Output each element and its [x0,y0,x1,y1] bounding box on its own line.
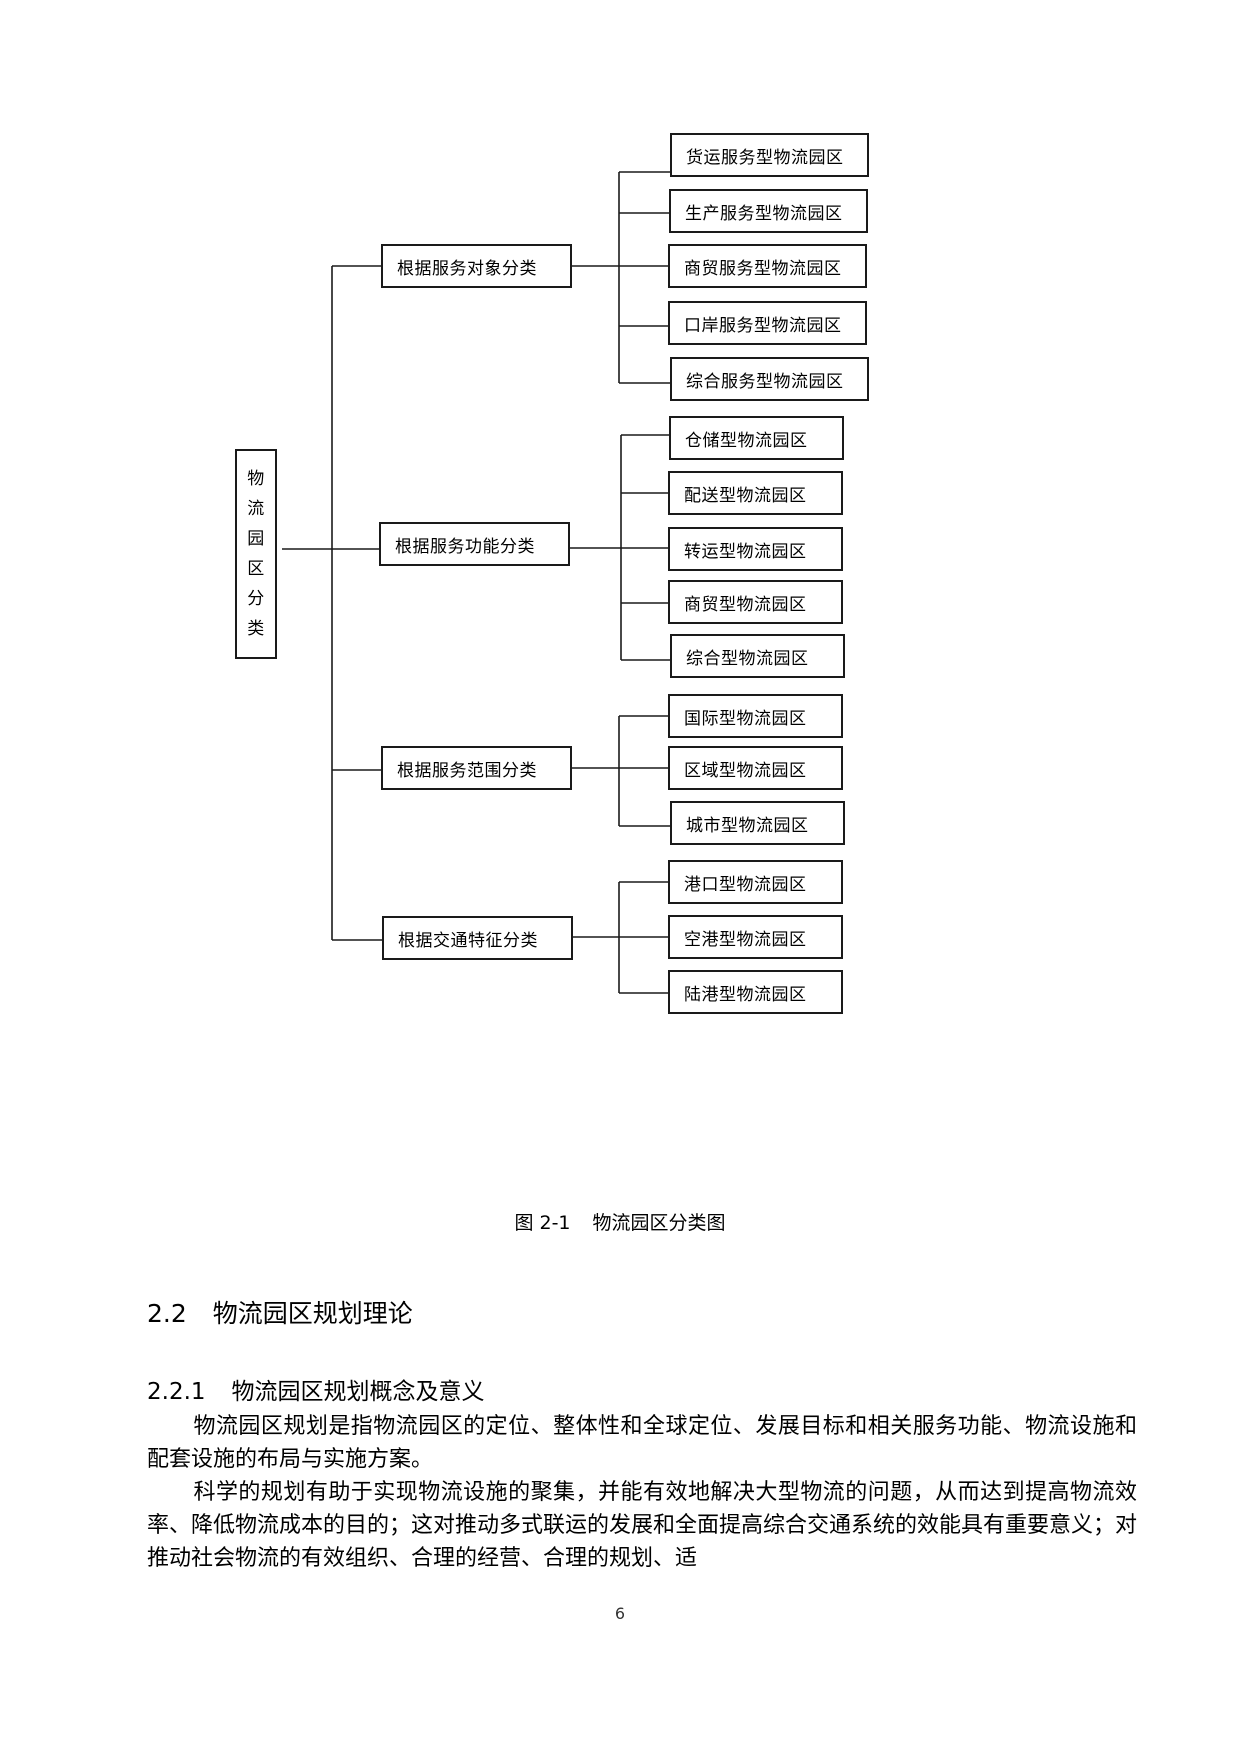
leaf-node: 港口型物流园区 [668,860,843,904]
paragraph-text: 物流园区规划是指物流园区的定位、整体性和全球定位、发展目标和相关服务功能、物流设… [147,1414,1137,1472]
leaf-node: 陆港型物流园区 [668,970,843,1014]
root-char: 区 [247,559,265,579]
leaf-node: 综合型物流园区 [670,634,845,678]
figure-title: 物流园区分类图 [592,1212,726,1234]
leaf-node: 转运型物流园区 [668,527,843,571]
paragraph-text: 科学的规划有助于实现物流设施的聚集，并能有效地解决大型物流的问题，从而达到提高物… [147,1480,1138,1571]
root-char: 物 [247,469,265,489]
figure-number: 图 2-1 [514,1212,571,1234]
leaf-node: 国际型物流园区 [668,694,843,738]
leaf-node: 配送型物流园区 [668,471,843,515]
leaf-node: 城市型物流园区 [670,801,845,845]
section-title: 物流园区规划理论 [212,1299,413,1328]
leaf-node: 仓储型物流园区 [669,416,844,460]
leaf-node: 货运服务型物流园区 [670,133,869,177]
leaf-node: 商贸型物流园区 [668,580,843,624]
root-char: 流 [247,499,265,519]
category-node-service-function: 根据服务功能分类 [379,522,570,566]
root-char: 类 [247,619,265,639]
body-paragraph: 科学的规划有助于实现物流设施的聚集，并能有效地解决大型物流的问题，从而达到提高物… [147,1476,1137,1575]
leaf-node: 口岸服务型物流园区 [668,301,867,345]
leaf-node: 综合服务型物流园区 [670,357,869,401]
section-number: 2.2 [147,1299,187,1328]
category-node-service-scope: 根据服务范围分类 [381,746,572,790]
subsection-number: 2.2.1 [147,1379,206,1405]
figure-caption: 图 2-1 物流园区分类图 [0,1208,1240,1235]
leaf-node: 空港型物流园区 [668,915,843,959]
leaf-node: 商贸服务型物流园区 [668,244,867,288]
page-number: 6 [614,1604,626,1623]
leaf-node: 区域型物流园区 [668,746,843,790]
category-node-traffic-feature: 根据交通特征分类 [382,916,573,960]
subsection-heading: 2.2.1 物流园区规划概念及意义 [147,1372,485,1406]
root-char: 园 [247,529,265,549]
section-heading: 2.2 物流园区规划理论 [147,1294,413,1330]
root-char: 分 [247,589,265,609]
body-paragraph: 物流园区规划是指物流园区的定位、整体性和全球定位、发展目标和相关服务功能、物流设… [147,1410,1137,1476]
category-node-service-object: 根据服务对象分类 [381,244,572,288]
leaf-node: 生产服务型物流园区 [669,189,868,233]
root-node: 物 流 园 区 分 类 [235,449,277,659]
subsection-title: 物流园区规划概念及意义 [231,1379,485,1405]
